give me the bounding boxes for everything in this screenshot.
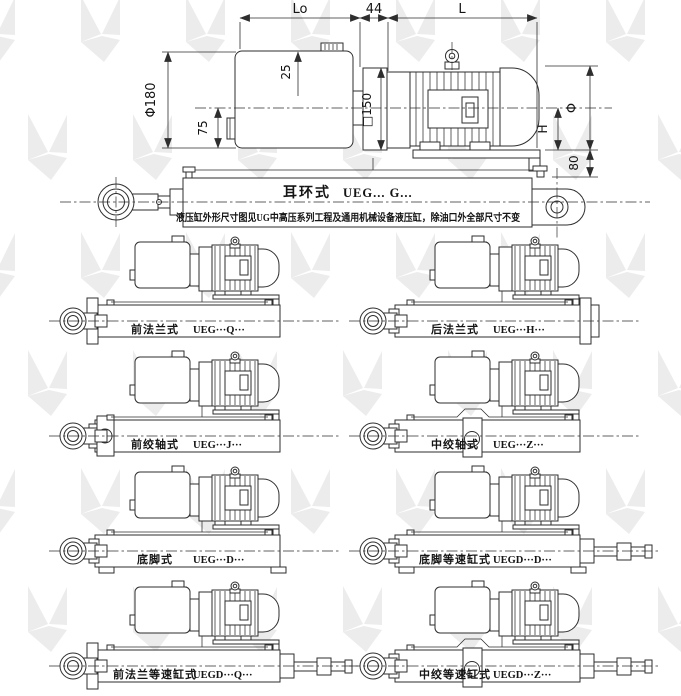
variant-name: 中绞等速缸式: [419, 667, 491, 681]
oil-tank: [234, 50, 354, 149]
variant-code: UEG···J···: [193, 440, 242, 451]
filler-cap: [320, 42, 344, 52]
variant-name: 中绞轴式: [431, 437, 479, 451]
dim-label-h: H: [536, 124, 550, 133]
main-diagram: Lo 44 L Φ180 25 75 □150 Φ H 80 耳环式 UEG..…: [60, 2, 650, 238]
variant-name: 前绞轴式: [131, 437, 179, 451]
cylinder-body: [182, 177, 533, 228]
motor-window: [427, 89, 489, 129]
variant-front-trunnion: 前绞轴式 UEG···J···: [49, 350, 341, 457]
adapter-plate: [386, 71, 411, 149]
variant-code: UEGD···Z···: [493, 670, 551, 681]
motor-end-cap: [499, 67, 540, 147]
variant-code: UEGD···D···: [493, 555, 552, 566]
variant-code: UEG···Q···: [193, 325, 245, 336]
dim-label-25: 25: [279, 64, 293, 79]
dimension-lines: [164, 14, 594, 178]
dim-label-phi180: Φ180: [144, 82, 159, 117]
dim-label-phi: Φ: [565, 103, 580, 113]
variant-code: UEG···H···: [493, 325, 545, 336]
variant-name: 前法兰等速缸式: [113, 667, 197, 681]
variant-rear-flange: 后法兰式 UEG···H···: [349, 235, 641, 345]
dim-label-44: 44: [366, 2, 383, 17]
main-type-code: UEG... G...: [343, 186, 413, 200]
variant-name: 底脚等速缸式: [419, 552, 491, 566]
variant-mid-trunnion: 中绞轴式 UEG···Z···: [349, 350, 641, 458]
dim-label-lo: Lo: [293, 2, 308, 17]
dim-label-l: L: [458, 2, 466, 17]
variant-name: 后法兰式: [431, 322, 479, 336]
dim-label-80: 80: [567, 155, 581, 170]
variant-foot-double-rod: 底脚等速缸式 UEGD···D···: [349, 465, 659, 574]
main-note: 液压缸外形尺寸图见UG中高压系列工程及通用机械设备液压缸，除油口外全部尺寸不变: [176, 211, 520, 224]
variant-foot-mount: 底脚式 UEG···D···: [49, 465, 341, 574]
base-plate: [412, 149, 541, 159]
variant-code: UEG···Z···: [493, 440, 544, 451]
variant-name: 底脚式: [137, 552, 173, 566]
dim-label-75: 75: [196, 120, 210, 135]
variant-front-flange-double-rod: 前法兰等速缸式 UEGD···Q···: [49, 580, 359, 690]
variant-mid-trunnion-double-rod: 中绞等速缸式 UEGD···Z···: [349, 580, 659, 688]
variant-front-flange: 前法兰式 UEG···Q···: [49, 235, 341, 345]
variant-code: UEGD···Q···: [193, 670, 253, 681]
main-type-name: 耳环式: [283, 184, 331, 201]
dim-label-sq150: □150: [360, 93, 374, 127]
variant-name: 前法兰式: [131, 322, 179, 336]
tank-port: [226, 117, 236, 140]
variant-code: UEG···D···: [193, 555, 244, 566]
